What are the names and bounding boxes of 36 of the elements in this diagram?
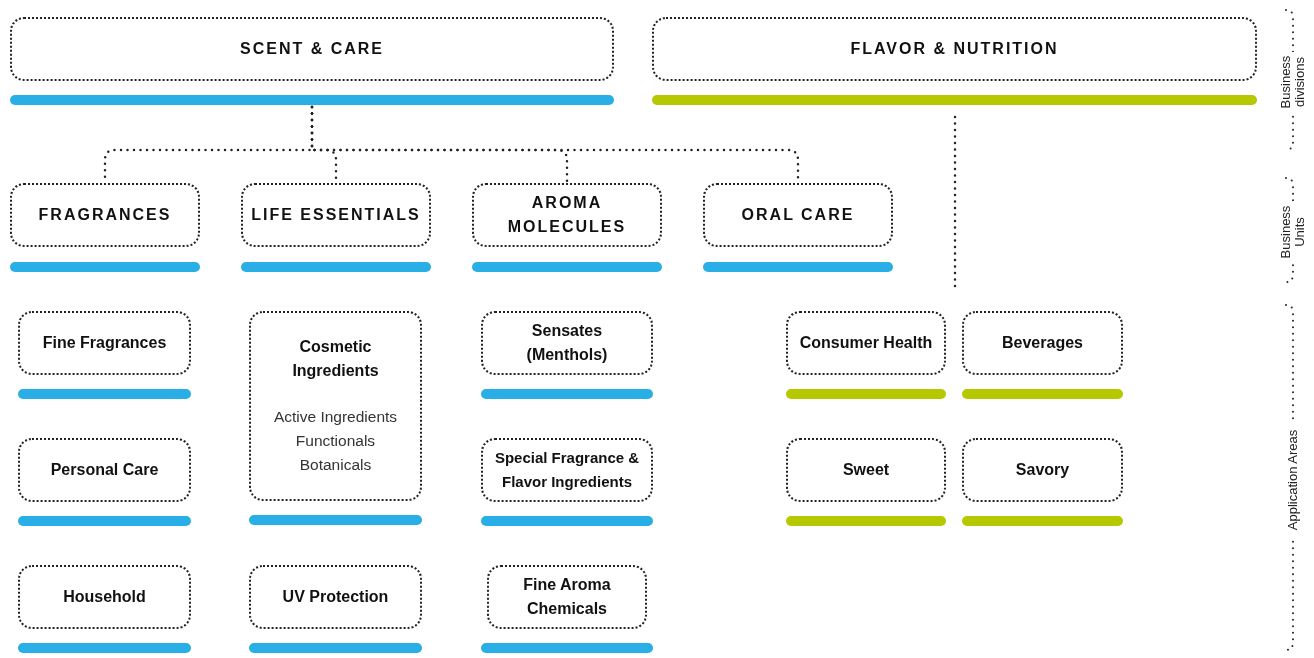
unit-title: Fine Fragrances — [42, 333, 167, 353]
business-unit — [10, 183, 200, 272]
application-area — [786, 438, 946, 526]
application-area — [249, 565, 422, 653]
application-area — [962, 311, 1123, 399]
business-unit — [10, 17, 614, 105]
business-unit — [703, 183, 893, 272]
application-area — [18, 565, 191, 653]
unit-title: Sweet — [842, 460, 890, 480]
unit-title: UV Protection — [282, 587, 389, 607]
application-area — [18, 311, 191, 399]
application-area — [481, 565, 653, 653]
business-unit — [472, 183, 662, 272]
business-unit — [241, 183, 431, 272]
unit-title: Cosmetic Ingredients — [291, 337, 380, 381]
unit-title: Sensates (Menthols) — [525, 321, 609, 365]
unit-title: FLAVOR & NUTRITION — [850, 39, 1059, 59]
unit-title: Personal Care — [50, 460, 159, 480]
unit-title: Consumer Health — [799, 333, 933, 353]
application-area — [481, 311, 653, 399]
business-unit — [652, 17, 1257, 105]
application-area — [481, 438, 653, 526]
unit-title: Beverages — [1002, 333, 1083, 353]
unit-title: FRAGRANCES — [38, 205, 172, 225]
unit-description: Active Ingredients Functionals Botanicals — [272, 407, 399, 475]
unit-title: Savory — [1015, 460, 1070, 480]
application-area — [18, 438, 191, 526]
unit-title: Household — [63, 587, 146, 607]
unit-title: LIFE ESSENTIALS — [251, 205, 421, 225]
application-area — [786, 311, 946, 399]
unit-title: Fine Aroma Chemicals — [522, 575, 612, 619]
unit-title: SCENT & CARE — [240, 39, 384, 59]
unit-title: AROMA MOLECULES — [506, 193, 628, 237]
unit-title: ORAL CARE — [741, 205, 855, 225]
unit-title: Special Fragrance & Flavor Ingredients — [493, 448, 641, 492]
application-area — [962, 438, 1123, 526]
